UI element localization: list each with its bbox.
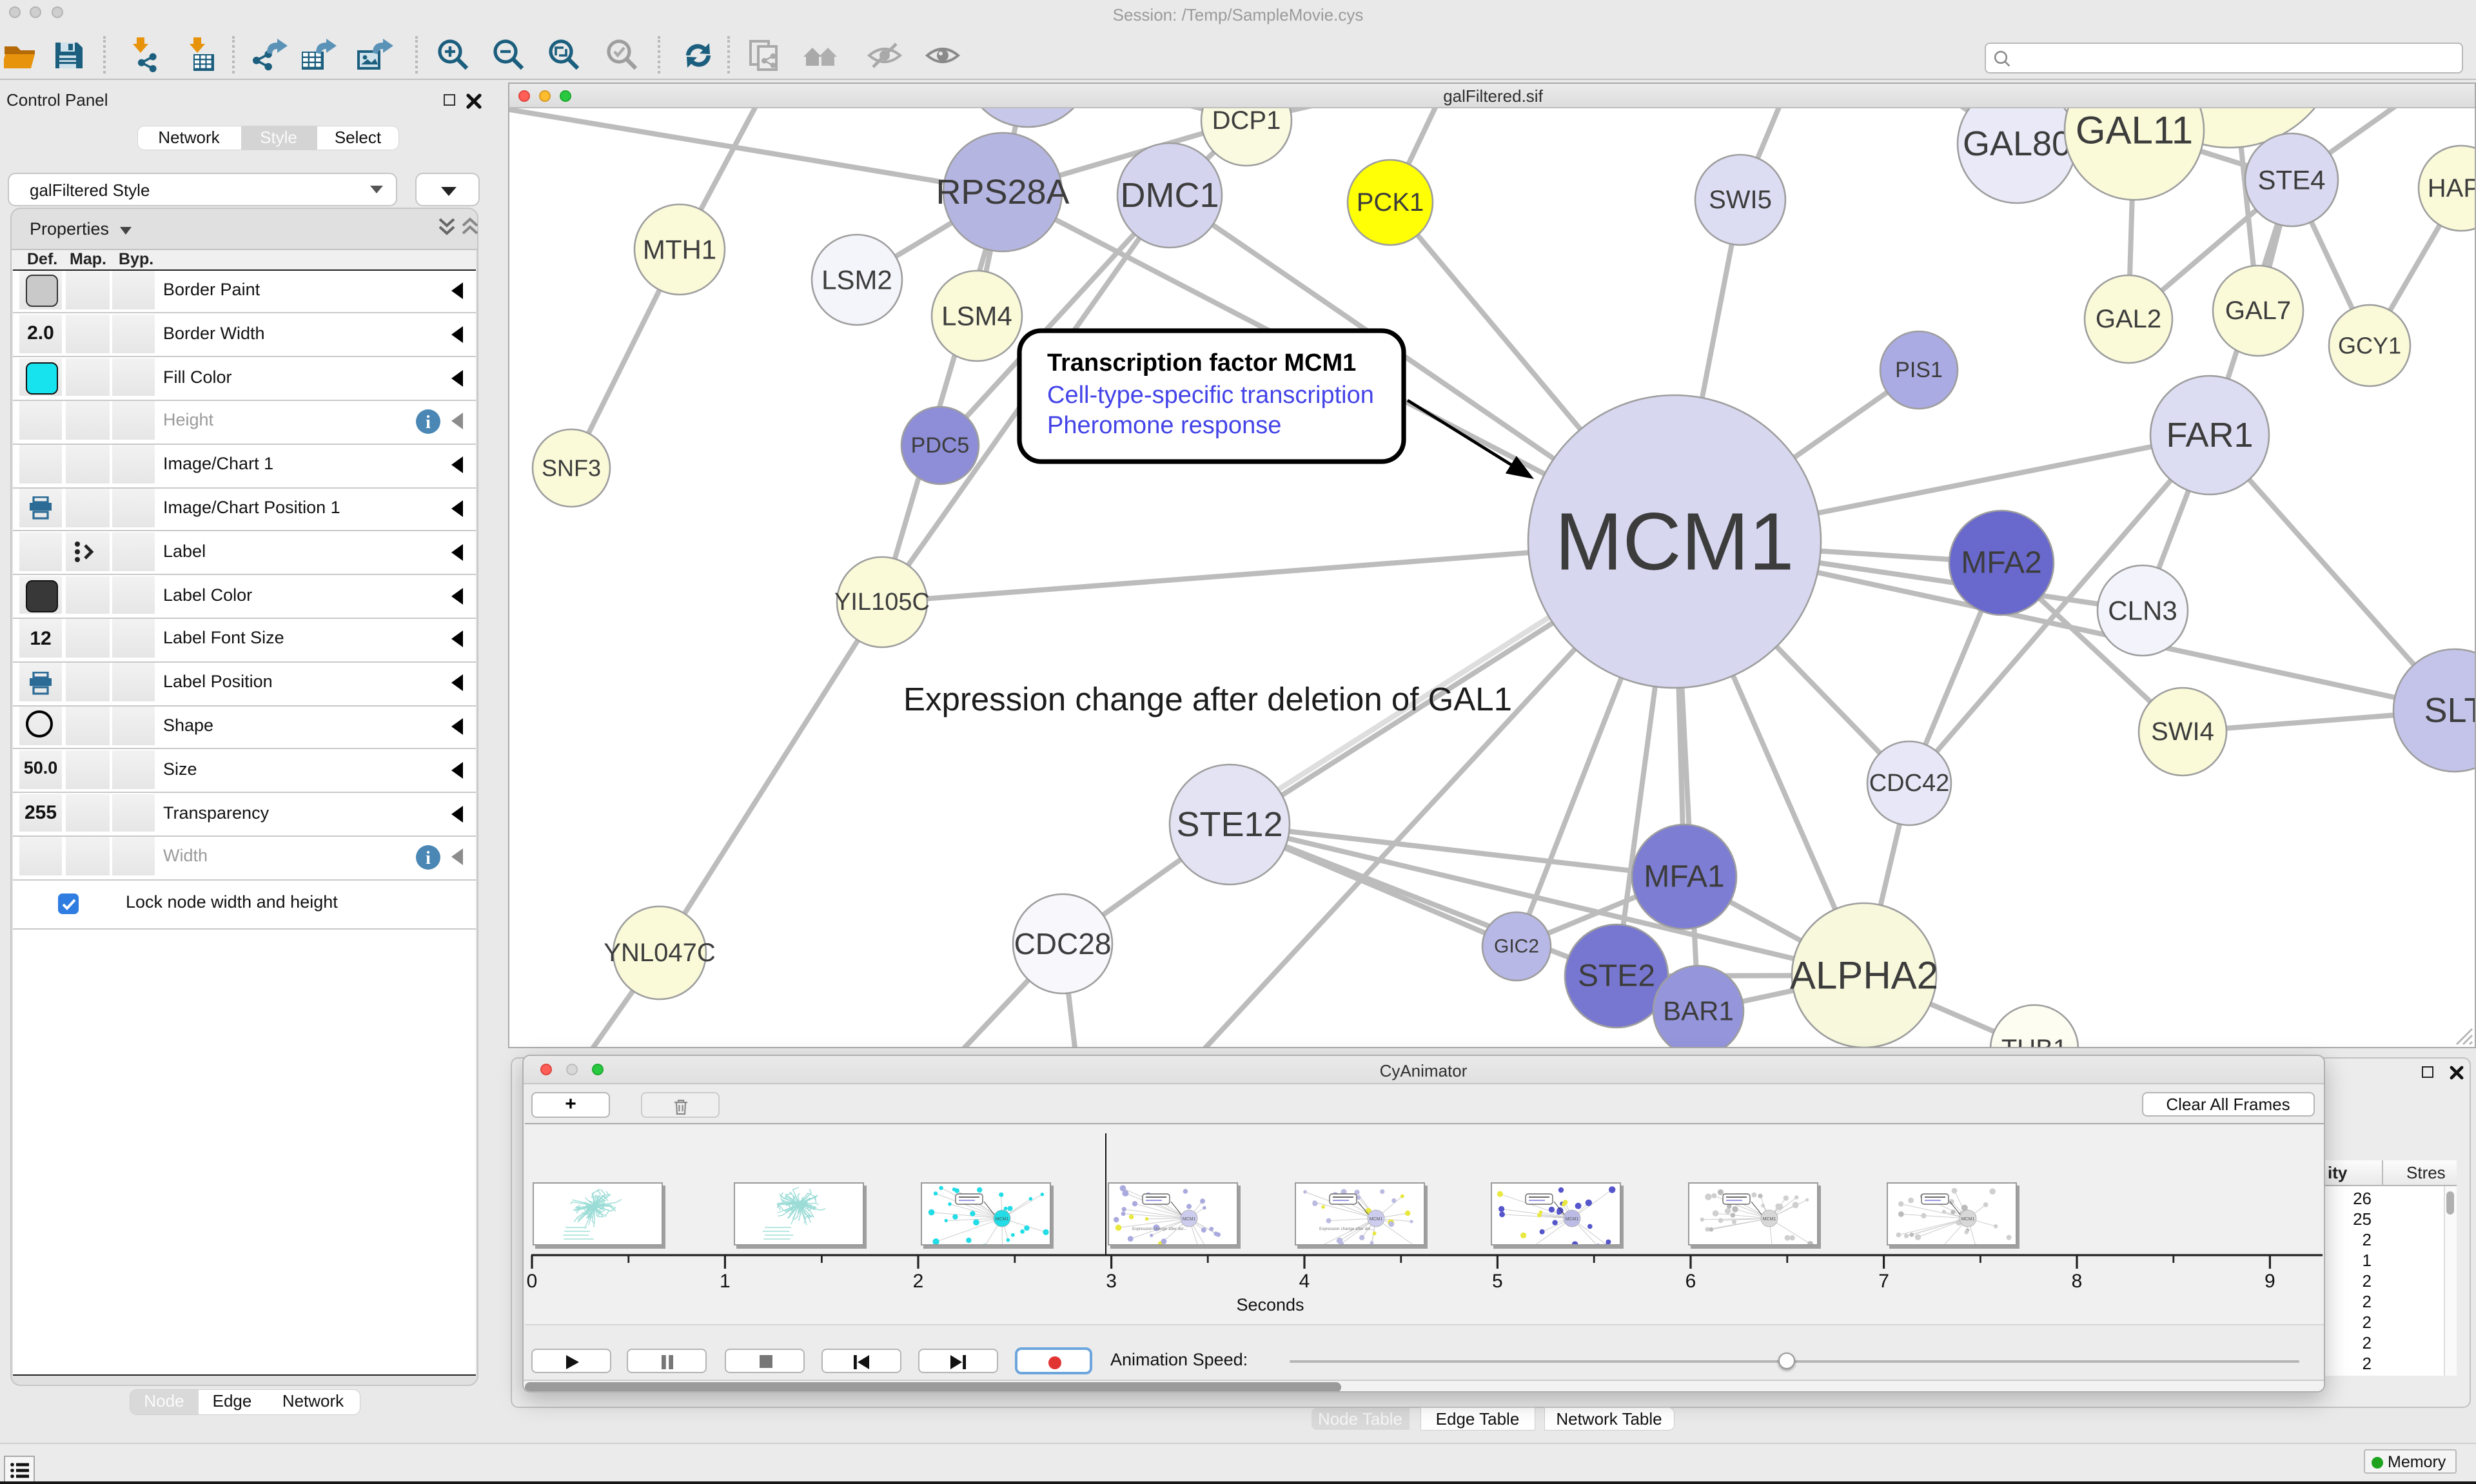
svg-text:DCP1: DCP1 — [1212, 108, 1281, 135]
svg-text:FAR1: FAR1 — [2165, 416, 2252, 454]
svg-text:ALPHA2: ALPHA2 — [1789, 954, 1938, 997]
svg-text:6: 6 — [1685, 1271, 1696, 1292]
svg-text:GAL7: GAL7 — [2225, 297, 2290, 325]
svg-text:PDC5: PDC5 — [910, 433, 969, 458]
svg-text:CDC28: CDC28 — [1014, 927, 1111, 961]
svg-text:i: i — [426, 413, 431, 433]
svg-text:LSM4: LSM4 — [941, 301, 1012, 331]
svg-text:Expression change after del...: Expression change after del... — [1132, 1227, 1186, 1231]
svg-text:MCM1: MCM1 — [1763, 1217, 1776, 1222]
svg-text:GCY1: GCY1 — [2337, 333, 2401, 359]
svg-text:Expression change after deleti: Expression change after deletion of GAL1 — [903, 681, 1511, 718]
svg-text:BAR1: BAR1 — [1662, 996, 1733, 1026]
svg-text:0: 0 — [527, 1271, 538, 1292]
svg-text:TUB1: TUB1 — [2001, 1035, 2067, 1048]
svg-text:2: 2 — [913, 1271, 924, 1292]
svg-text:PIS1: PIS1 — [1894, 358, 1942, 382]
svg-text:5: 5 — [1492, 1271, 1503, 1292]
svg-text:GAL80: GAL80 — [1962, 124, 2070, 163]
svg-text:Expression change after del...: Expression change after del... — [1319, 1227, 1373, 1231]
svg-text:Transcription factor MCM1: Transcription factor MCM1 — [1046, 349, 1355, 376]
svg-text:MTH1: MTH1 — [642, 235, 716, 265]
svg-text:STE2: STE2 — [1577, 959, 1655, 993]
svg-text:MCM1: MCM1 — [1555, 496, 1794, 587]
svg-text:MFA1: MFA1 — [1643, 860, 1724, 894]
svg-text:STE4: STE4 — [2257, 165, 2324, 195]
svg-text:STE12: STE12 — [1175, 805, 1282, 844]
svg-text:CDC42: CDC42 — [1869, 770, 1949, 797]
svg-text:9: 9 — [2265, 1271, 2275, 1292]
svg-text:Cell-type-specific transcripti: Cell-type-specific transcription — [1046, 382, 1373, 409]
svg-text:GIC2: GIC2 — [1493, 936, 1538, 957]
svg-text:PCK1: PCK1 — [1356, 188, 1424, 217]
svg-text:SNF3: SNF3 — [541, 455, 600, 482]
svg-text:8: 8 — [2072, 1271, 2083, 1292]
svg-text:3: 3 — [1106, 1271, 1117, 1292]
svg-text:DMC1: DMC1 — [1119, 176, 1218, 215]
svg-text:Pheromone response: Pheromone response — [1046, 412, 1281, 439]
svg-text:GAL11: GAL11 — [2075, 109, 2192, 152]
svg-text:MFA2: MFA2 — [1960, 546, 2041, 580]
svg-text:SLT: SLT — [2423, 691, 2476, 730]
svg-text:1: 1 — [720, 1271, 731, 1292]
svg-text:MCM1: MCM1 — [1182, 1217, 1195, 1222]
svg-text:Seconds: Seconds — [1236, 1295, 1304, 1314]
svg-text:HAP2: HAP2 — [2427, 174, 2476, 202]
svg-text:GAL2: GAL2 — [2095, 305, 2161, 333]
svg-text:LSM2: LSM2 — [821, 265, 892, 295]
svg-text:i: i — [426, 848, 431, 868]
svg-text:YNL047C: YNL047C — [603, 939, 714, 967]
svg-text:SWI4: SWI4 — [2150, 718, 2214, 746]
svg-text:MCM1: MCM1 — [1566, 1217, 1579, 1222]
svg-text:YIL105C: YIL105C — [834, 589, 929, 616]
svg-text:CLN3: CLN3 — [2107, 596, 2176, 626]
svg-text:MCM1: MCM1 — [1369, 1217, 1382, 1222]
svg-text:SWI5: SWI5 — [1708, 186, 1771, 214]
svg-text:7: 7 — [1878, 1271, 1889, 1292]
svg-text:RPS28A: RPS28A — [935, 173, 1068, 211]
svg-text:4: 4 — [1299, 1271, 1310, 1292]
svg-text:MCM1: MCM1 — [1961, 1217, 1974, 1222]
svg-text:MCM1: MCM1 — [996, 1217, 1009, 1222]
